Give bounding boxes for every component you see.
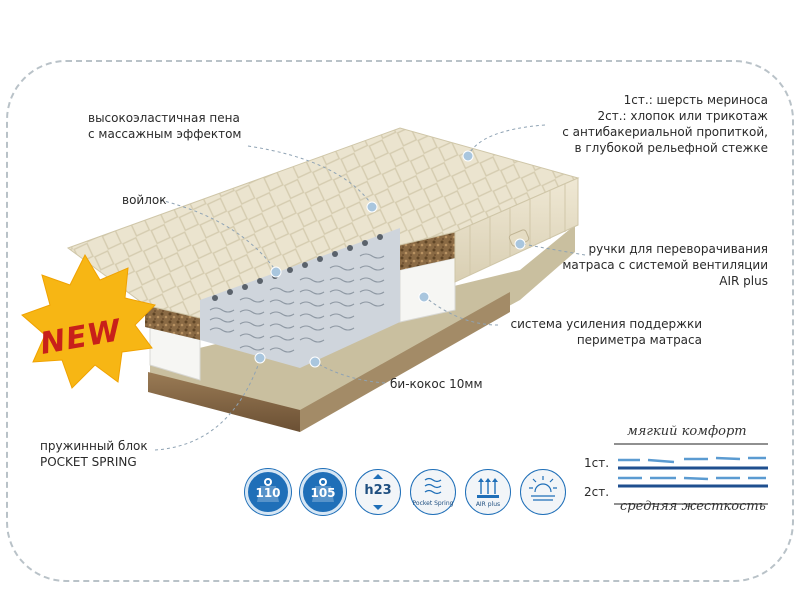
label-felt: войлок: [122, 193, 167, 207]
coconut-layer-right: [300, 292, 510, 432]
label-handles: ручки для переворачивания матраса с сист…: [562, 242, 768, 288]
side-2-label: 2ст.: [584, 485, 610, 499]
label-spring: пружинный блок POCKET SPRING: [40, 439, 148, 469]
label-perimeter: система усиления поддержки периметра мат…: [510, 317, 702, 347]
air-plus-icon: AIR plus: [465, 469, 511, 515]
side-1-label: 1ст.: [584, 456, 610, 470]
leader-handles: [522, 243, 586, 256]
comfort-top-label: мягкий комфорт: [627, 424, 747, 439]
leader-spring: [154, 359, 261, 451]
new-starburst: [21, 253, 156, 389]
label-cover: 1ст.: шерсть мериноса 2ст.: хлопок или т…: [562, 93, 768, 155]
label-coconut: би-кокос 10мм: [390, 377, 483, 391]
leader-cover: [467, 124, 546, 157]
spring-block: [200, 228, 400, 368]
height-h23-icon: h23: [355, 469, 401, 515]
leader-felt: [159, 199, 277, 272]
weight-105-icon: 105: [300, 469, 346, 515]
label-elastic-foam: высокоэластичная пена с массажным эффект…: [88, 111, 242, 141]
leader-coconut: [314, 361, 386, 384]
leader-foam: [247, 145, 373, 206]
feature-icons: 110 105 h23 Pocket Spring AIR plus: [245, 469, 566, 515]
weight-110-icon: 110: [245, 469, 291, 515]
leader-perimeter: [424, 296, 499, 326]
pocket-spring-icon: Pocket Spring: [410, 469, 456, 515]
quilted-top: [66, 127, 580, 319]
comfort-bottom-label: средняя жесткость: [620, 499, 766, 514]
dashed-frame: [6, 60, 794, 582]
ventilation-icon: [520, 469, 566, 515]
mattress-side: [454, 177, 579, 283]
comfort-scale: [614, 443, 768, 505]
coconut-layer-left: [148, 372, 300, 432]
